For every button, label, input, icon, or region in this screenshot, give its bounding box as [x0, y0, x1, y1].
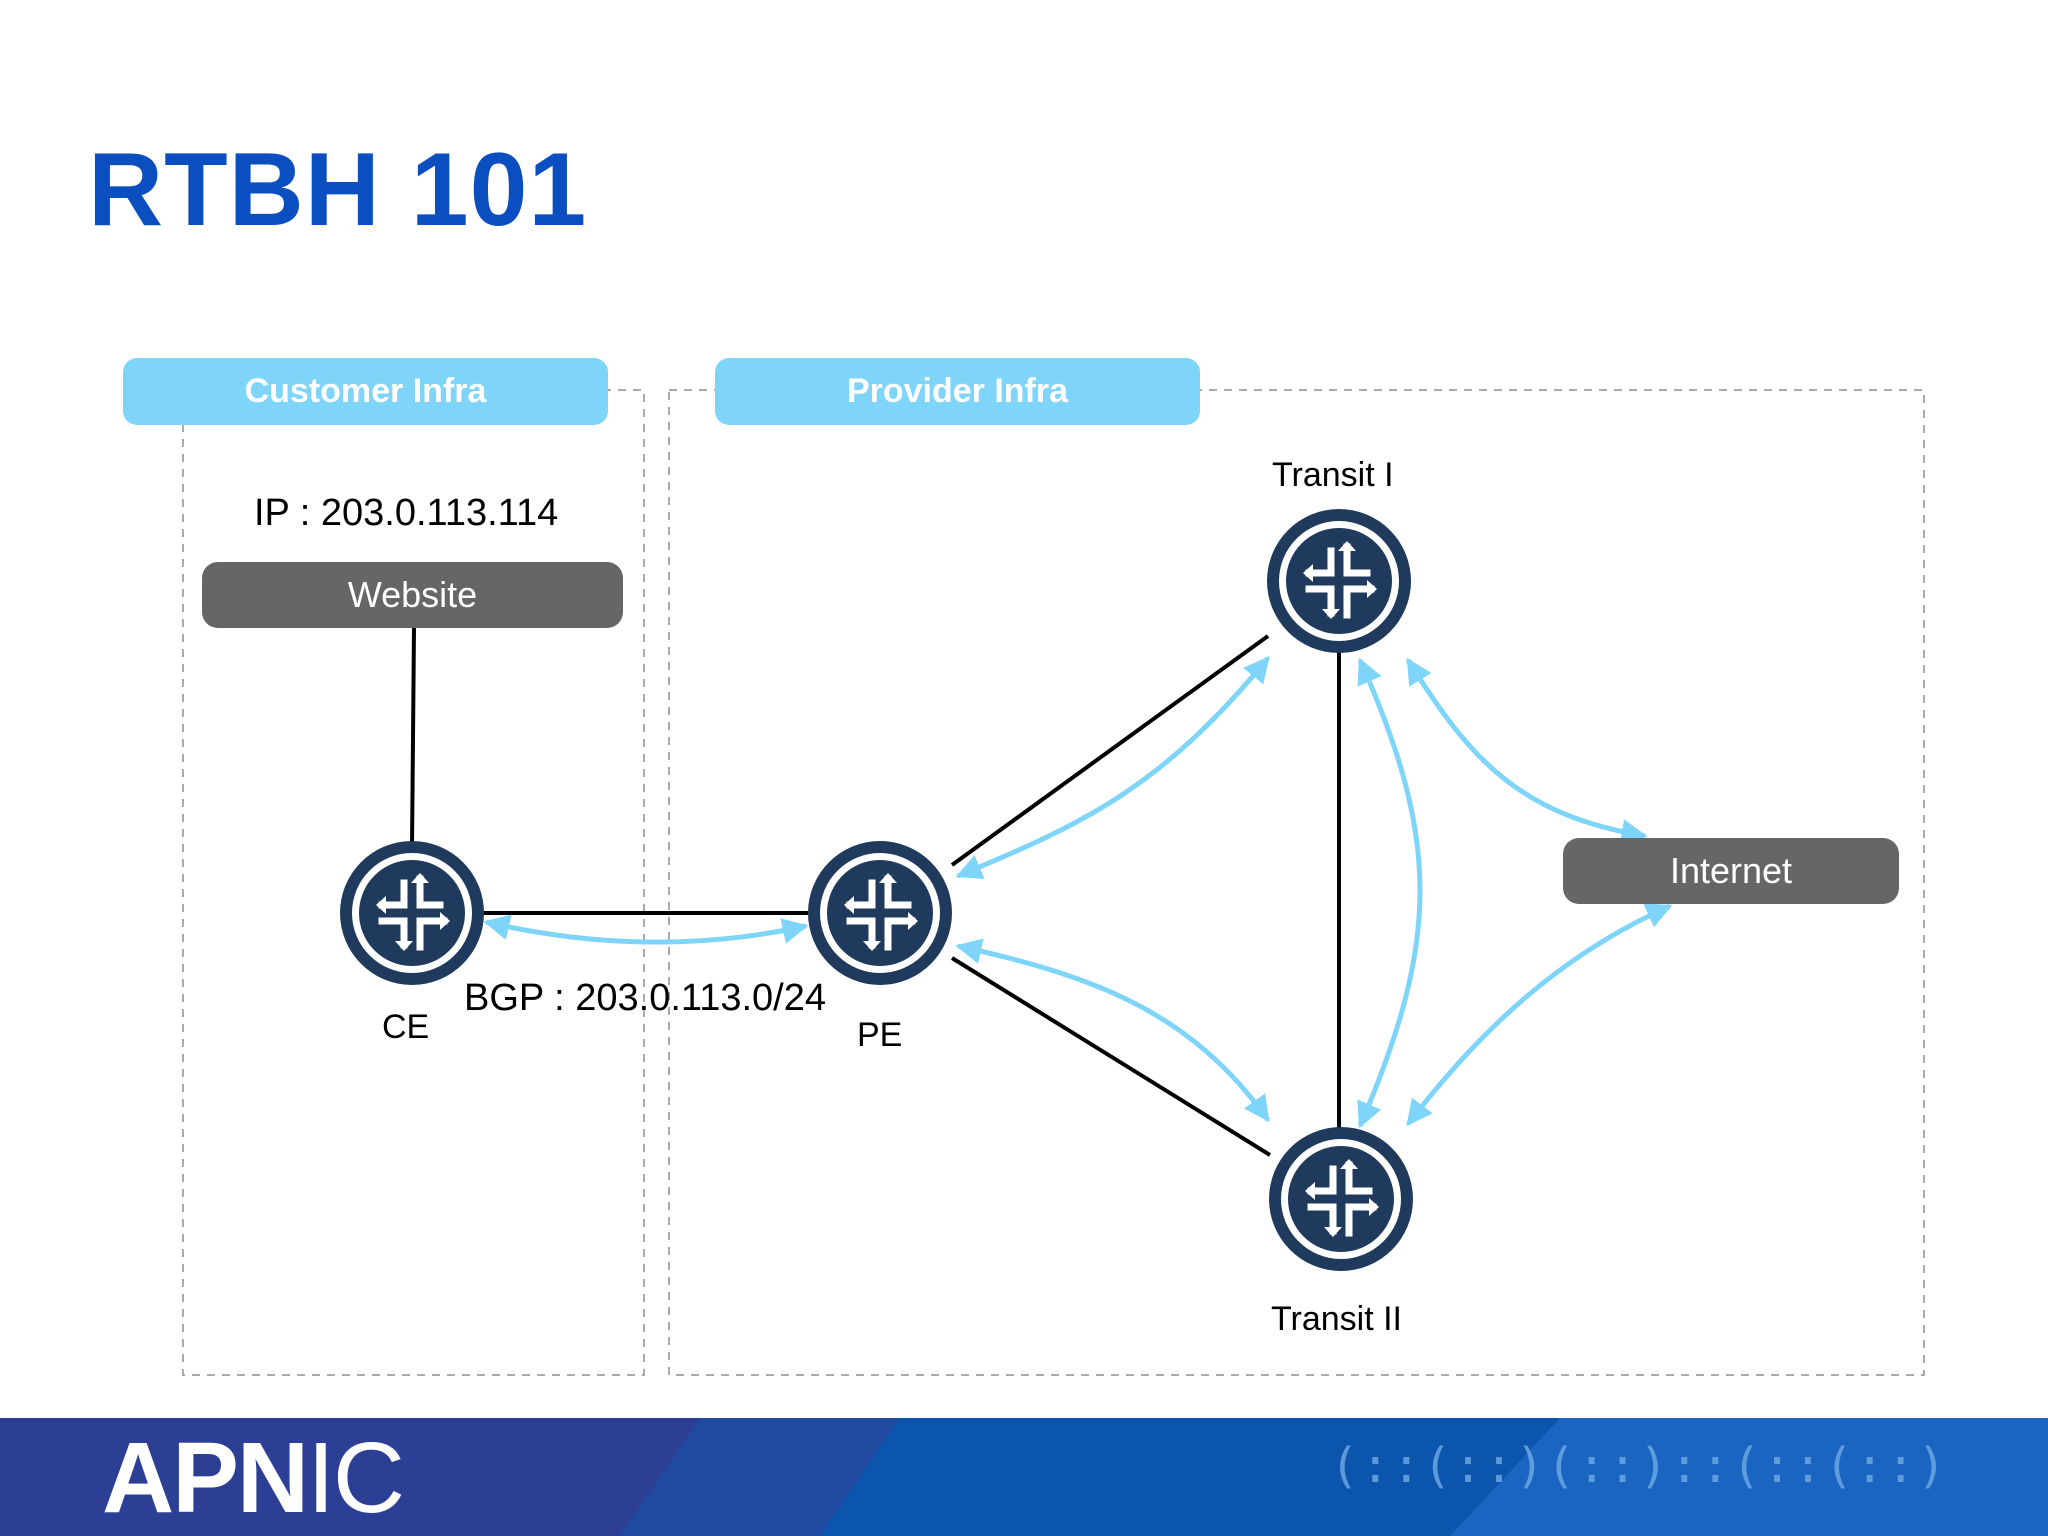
apnic-logo: APNIC	[102, 1428, 405, 1528]
link-pe-transit2	[950, 956, 1272, 1157]
pe-label: PE	[857, 1016, 903, 1054]
router-icon	[340, 841, 484, 985]
arrow-ce-pe	[483, 914, 809, 945]
logo-thin-text: IC	[307, 1422, 405, 1534]
router-icon	[1267, 509, 1411, 653]
footer-bar: APNIC (::(::)(::)::(::(::)	[0, 1418, 2048, 1536]
arrow-pe-transit2	[955, 938, 1271, 1123]
arrow-transit1-transit2	[1357, 657, 1423, 1129]
arrow-pe-transit1	[955, 655, 1270, 879]
arrow-transit1-internet	[1405, 657, 1648, 845]
apnic-pattern-icon: (::(::)(::)::(::(::)	[1330, 1438, 1948, 1494]
provider-infra-label: Provider Infra	[715, 358, 1200, 425]
transit1-label: Transit I	[1272, 456, 1394, 494]
bgp-arrows	[483, 655, 1673, 1129]
logo-bold-text: APN	[102, 1422, 309, 1534]
bgp-annotation: BGP : 203.0.113.0/24	[464, 977, 826, 1019]
provider-infra-panel	[668, 389, 1925, 1376]
website-node: Website	[202, 562, 623, 628]
router-icon	[1269, 1127, 1413, 1271]
ce-label: CE	[382, 1008, 430, 1046]
internet-node: Internet	[1563, 838, 1899, 904]
arrow-transit2-internet	[1406, 903, 1673, 1127]
slide-title: RTBH 101	[88, 132, 588, 248]
customer-infra-label: Customer Infra	[123, 358, 608, 425]
footer-stripes	[0, 1418, 2048, 1536]
link-website-ce	[410, 627, 416, 849]
ip-annotation: IP : 203.0.113.114	[254, 492, 559, 534]
router-icon	[808, 841, 952, 985]
link-pe-transit1	[950, 634, 1270, 867]
transit2-label: Transit II	[1271, 1300, 1402, 1338]
